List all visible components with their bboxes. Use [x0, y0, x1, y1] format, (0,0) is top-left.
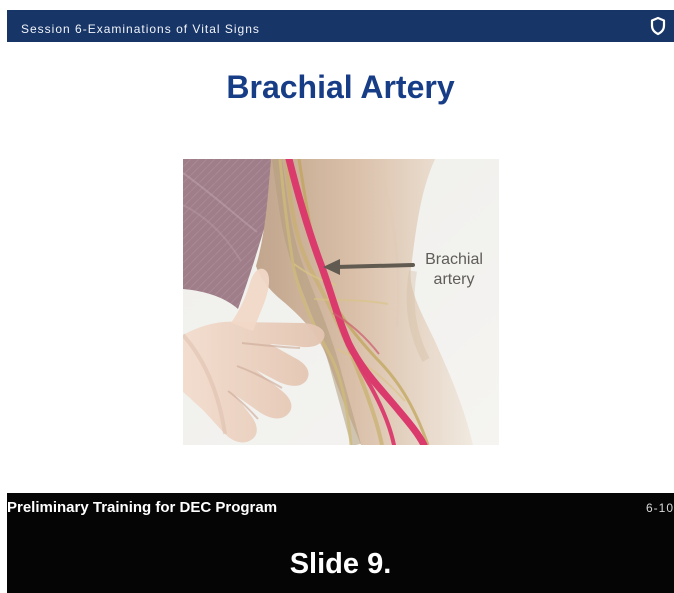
- brachial-artery-caption: Brachial artery: [415, 250, 493, 290]
- session-title: Session 6-Examinations of Vital Signs: [21, 22, 260, 36]
- brachial-artery-image: Brachial artery: [183, 159, 499, 445]
- slide-title: Brachial Artery: [7, 68, 674, 106]
- shield-icon: [648, 16, 668, 36]
- footer-bar: Preliminary Training for DEC Program 6-1…: [7, 493, 674, 593]
- page-number: 6-10: [646, 501, 674, 515]
- program-label: Preliminary Training for DEC Program: [7, 499, 277, 517]
- header-bar: Session 6-Examinations of Vital Signs: [7, 10, 674, 42]
- slide: Session 6-Examinations of Vital Signs Br…: [7, 10, 674, 593]
- slide-number: Slide 9.: [7, 547, 674, 581]
